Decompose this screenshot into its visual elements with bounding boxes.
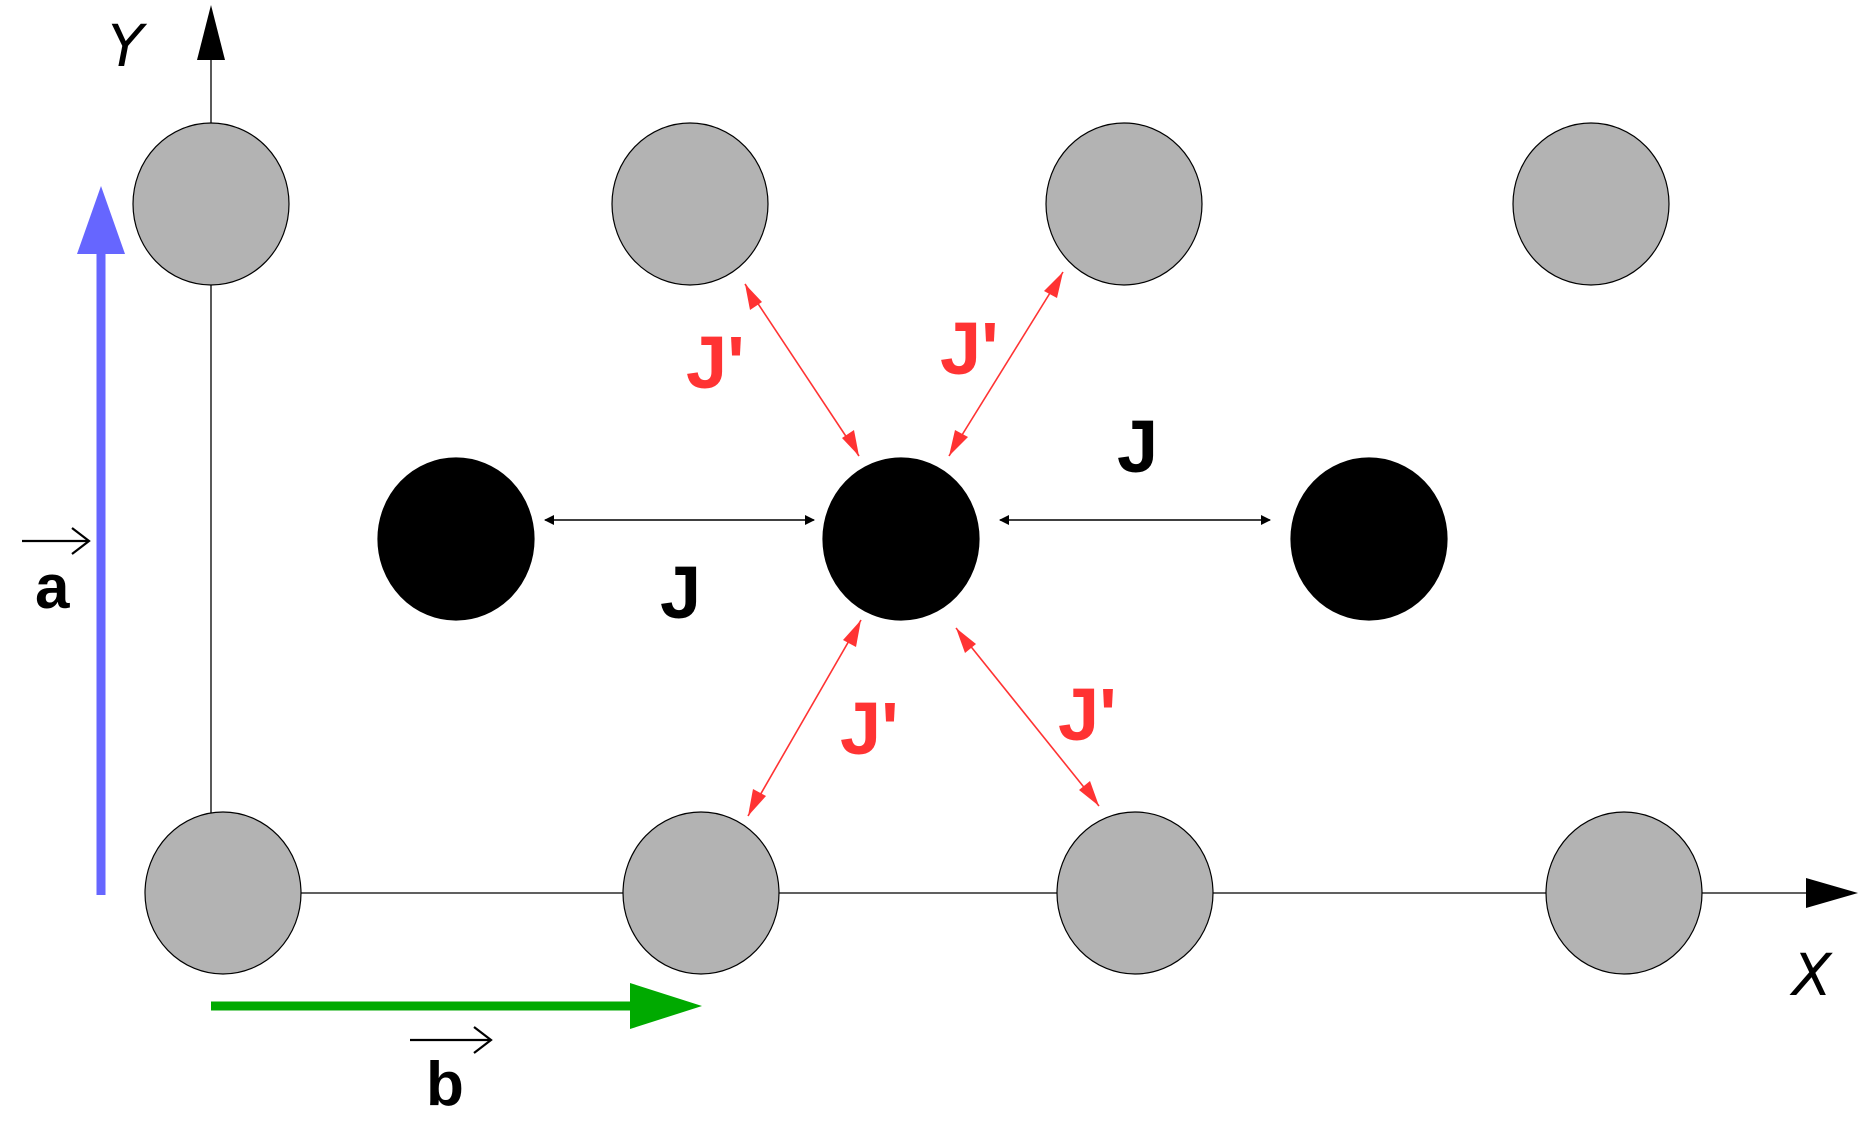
gray-site: [1045, 122, 1203, 286]
j-prime-arrow-upper-left: [744, 283, 860, 457]
vector-b-overarrow: [410, 1026, 493, 1054]
vector-a-overarrow: [22, 527, 91, 555]
j-prime-label-lower-right: J': [1058, 673, 1117, 756]
j-prime-label-lower-left: J': [840, 687, 899, 770]
j-prime-arrow-upper-right: [948, 271, 1064, 457]
y-axis-arrowhead: [197, 5, 225, 60]
j-prime-arrow-lower-right: [955, 627, 1100, 807]
vector-a-label: a: [35, 553, 70, 622]
x-axis-label: X: [1789, 941, 1833, 1009]
black-site: [1290, 457, 1448, 621]
j-prime-arrowhead: [843, 620, 861, 647]
j-label-right: J: [1117, 405, 1158, 488]
j-label-left: J: [660, 551, 701, 634]
y-axis-label: Y: [108, 12, 148, 80]
gray-sites-top-row: [132, 122, 1670, 286]
j-prime-arrowhead: [956, 628, 976, 653]
black-site-center: [822, 457, 980, 621]
j-prime-label-upper-left: J': [686, 321, 745, 404]
x-axis-arrowhead: [1806, 878, 1858, 908]
j-prime-label-upper-right: J': [940, 307, 999, 390]
vector-a-arrowhead: [77, 186, 125, 254]
j-prime-arrow-lower-left: [747, 619, 862, 817]
j-prime-arrowhead: [745, 284, 762, 310]
gray-site: [1512, 122, 1670, 286]
gray-site: [1056, 811, 1214, 975]
j-prime-arrowhead: [748, 789, 766, 816]
j-prime-arrows: [744, 271, 1100, 817]
gray-site: [1545, 811, 1703, 975]
gray-site: [132, 122, 290, 286]
black-site: [377, 457, 535, 621]
j-prime-arrowhead: [1079, 781, 1099, 806]
j-prime-arrowhead: [842, 430, 859, 456]
j-prime-arrowhead: [949, 430, 968, 456]
gray-site: [611, 122, 769, 286]
gray-sites-bottom-row: [144, 811, 1703, 975]
vector-b-arrowhead: [630, 983, 702, 1029]
gray-site: [144, 811, 302, 975]
black-sites-row: [377, 457, 1448, 621]
vector-b-label: b: [426, 1050, 464, 1119]
j-prime-arrowhead: [1044, 272, 1063, 298]
gray-site: [622, 811, 780, 975]
